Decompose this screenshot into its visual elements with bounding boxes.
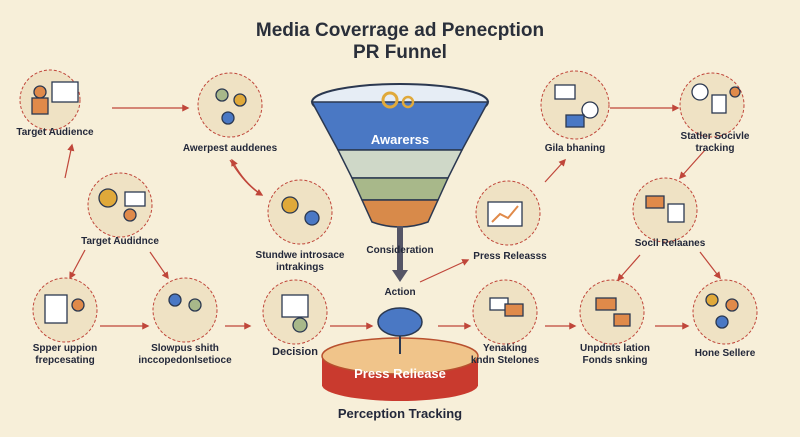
- page-title: Media Coverrage ad Penecption: [255, 20, 545, 41]
- funnel-top-label: Awarerss: [370, 132, 430, 147]
- label-stndwe-2: intrakings: [276, 262, 324, 273]
- press-people-icon: [152, 277, 218, 343]
- label-awareness-audiences: Awerpest auddenes: [182, 143, 278, 154]
- funnel-base-label: Press Reliease: [354, 366, 446, 381]
- label-unpdnts-2: Fonds snking: [582, 355, 648, 366]
- label-socil-relaanes: Socil Relaanes: [634, 238, 706, 249]
- funnel-band4: [360, 199, 440, 228]
- funnel: [310, 83, 490, 282]
- icon-glyphs: [31, 81, 741, 333]
- label-yenaking-2: kndn Stelones: [470, 355, 540, 366]
- funnel-band3: [350, 177, 450, 201]
- arrow-13: [617, 254, 641, 282]
- arrow-16: [544, 158, 566, 183]
- team-chat-icon: [579, 279, 645, 345]
- idea-cloud-icon: [377, 307, 423, 337]
- arrow-14: [699, 251, 721, 280]
- page-subtitle: PR Funnel: [353, 42, 447, 63]
- arrow-12: [679, 149, 706, 180]
- label-target-audience-top: Target Audience: [16, 127, 94, 138]
- label-press-relea: Press Releasss: [473, 251, 547, 262]
- label-decision: Decision: [272, 346, 318, 358]
- interview-icon: [267, 179, 333, 245]
- arrow-3: [69, 249, 86, 280]
- label-staller-1: Statler Socivle: [680, 131, 750, 142]
- label-gia-bhaning: Gila bhaning: [544, 143, 606, 154]
- label-stndwe-1: Stundwe introsace: [255, 250, 345, 261]
- label-hone-sellere: Hone Sellere: [694, 348, 756, 359]
- funnel-base: [321, 307, 479, 401]
- label-yenaking-1: Yenaking: [483, 343, 527, 354]
- funnel-middle-label: Consideration: [366, 245, 434, 256]
- arrow-2: [64, 143, 75, 179]
- label-staller-2: tracking: [695, 143, 735, 154]
- label-sppr-1: Spper uppion: [32, 343, 98, 354]
- connector-arrows: [64, 104, 721, 330]
- label-target-audience-mid: Target Audidnce: [81, 236, 159, 247]
- perception-tracking-label: Perception Tracking: [337, 406, 463, 421]
- question-gear-icon: [87, 172, 153, 238]
- label-sppr-2: frepcesating: [35, 355, 95, 366]
- funnel-action-label: Action: [384, 287, 416, 298]
- people-group-icon: [692, 279, 758, 345]
- arrow-4: [149, 251, 169, 280]
- media-planning-icon: [540, 70, 610, 140]
- arrow-15: [419, 259, 470, 283]
- label-slowpus-1: Slowpus shith: [151, 343, 219, 354]
- social-chat-icon: [632, 177, 698, 243]
- label-unpdnts-1: Unpdnts lation: [580, 343, 650, 354]
- awareness-people-icon: [197, 72, 263, 138]
- funnel-band2: [336, 149, 464, 179]
- label-slowpus-2: inccopedonlsetioce: [138, 355, 232, 366]
